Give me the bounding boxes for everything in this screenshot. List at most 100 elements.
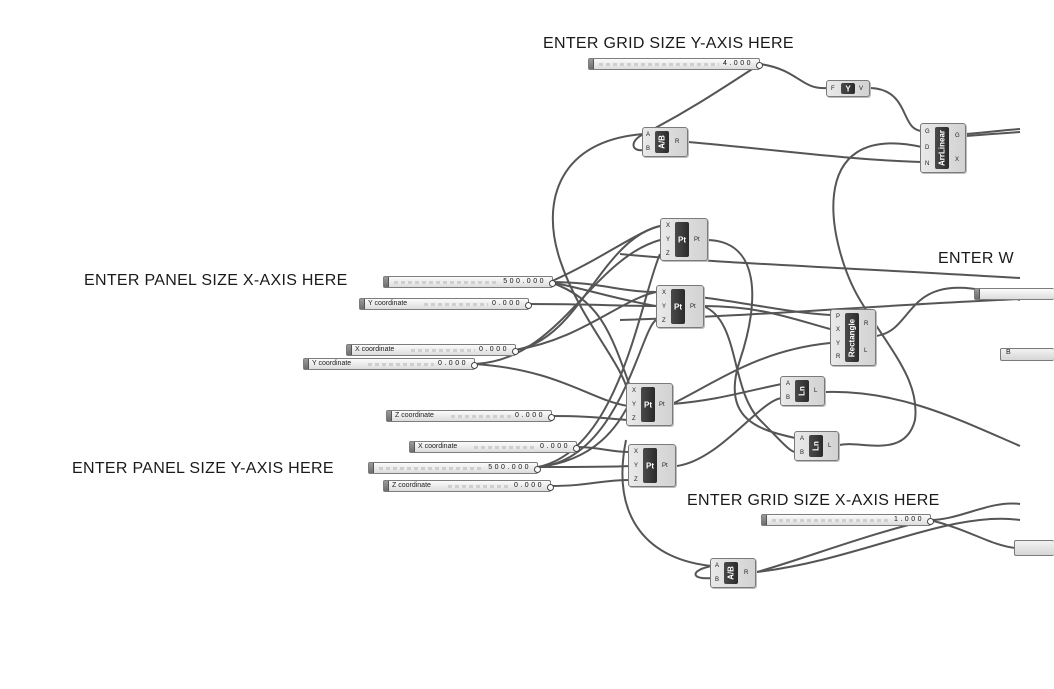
slider-rail[interactable] — [474, 446, 536, 449]
input-x[interactable]: X — [634, 449, 639, 455]
output-port[interactable] — [547, 484, 554, 491]
input-y[interactable]: Y — [836, 341, 841, 347]
array-linear-component[interactable]: G D N ArrLinear G X — [920, 123, 966, 173]
construct-point-component-4[interactable]: X Y Z Pt Pt — [628, 444, 676, 487]
slider-rail[interactable] — [451, 415, 511, 418]
input-y[interactable]: Y — [632, 402, 637, 408]
slider-rail[interactable] — [394, 281, 496, 284]
division-component[interactable]: A B A/B R — [642, 127, 688, 157]
swap-y-component[interactable]: F Y V — [826, 80, 870, 97]
input-f[interactable]: F — [831, 86, 835, 92]
line-component-2[interactable]: A B Ln L — [794, 431, 839, 461]
component-partial[interactable] — [1014, 540, 1054, 556]
input-y[interactable]: Y — [662, 304, 667, 310]
slider-rail[interactable] — [411, 349, 475, 352]
output-port[interactable] — [548, 414, 555, 421]
slider-grip[interactable] — [975, 289, 980, 299]
input-z[interactable]: Z — [662, 318, 666, 324]
slider-grip[interactable] — [384, 277, 389, 287]
slider-rail[interactable] — [448, 485, 510, 488]
output-pt[interactable]: Pt — [662, 463, 668, 469]
output-port[interactable] — [534, 466, 541, 473]
input-x[interactable]: X — [836, 327, 841, 333]
input-d[interactable]: D — [925, 145, 930, 151]
grid-y-slider[interactable]: 4.000 — [588, 58, 763, 70]
wire — [537, 319, 657, 468]
input-y[interactable]: Y — [634, 463, 639, 469]
input-x[interactable]: X — [632, 388, 637, 394]
output-port[interactable] — [756, 62, 763, 69]
output-l[interactable]: L — [864, 348, 868, 354]
output-port[interactable] — [927, 518, 934, 525]
input-x[interactable]: X — [662, 290, 667, 296]
panel-y-slider[interactable]: 500.000 — [368, 462, 541, 474]
input-a[interactable]: A — [786, 381, 791, 387]
rectangle-component[interactable]: P X Y R Rectangle R L — [830, 309, 876, 366]
output-r[interactable]: R — [744, 570, 749, 576]
slider-rail[interactable] — [599, 63, 719, 66]
slider-rail[interactable] — [368, 363, 434, 366]
construct-point-component-3[interactable]: X Y Z Pt Pt — [626, 383, 673, 426]
input-b[interactable]: B — [786, 395, 791, 401]
input-b[interactable]: B — [715, 577, 720, 583]
component-core: Ln — [809, 435, 823, 457]
y-coordinate-slider-2[interactable]: Y coordinate 0.000 — [303, 358, 478, 370]
output-x[interactable]: X — [955, 157, 960, 163]
input-z[interactable]: Z — [666, 251, 670, 257]
slider-rail[interactable] — [772, 519, 890, 522]
output-r[interactable]: R — [864, 321, 869, 327]
z-coordinate-slider[interactable]: Z coordinate 0.000 — [386, 410, 555, 422]
input-a[interactable]: A — [800, 436, 805, 442]
construct-point-component-2[interactable]: X Y Z Pt Pt — [656, 285, 704, 328]
line-component[interactable]: A B Ln L — [780, 376, 825, 406]
output-l[interactable]: L — [828, 443, 832, 449]
z-coordinate-slider-2[interactable]: Z coordinate 0.000 — [383, 480, 554, 492]
slider-rail[interactable] — [424, 303, 488, 306]
slider-grip[interactable] — [589, 59, 594, 69]
input-z[interactable]: Z — [634, 477, 638, 483]
slider-grip[interactable] — [410, 442, 415, 452]
output-pt[interactable]: Pt — [694, 237, 700, 243]
input-p[interactable]: P — [836, 314, 841, 320]
slider-grip[interactable] — [347, 345, 352, 355]
input-b[interactable]: B — [800, 450, 805, 456]
output-port[interactable] — [512, 348, 519, 355]
slider-grip[interactable] — [762, 515, 767, 525]
panel-x-slider[interactable]: 500.000 — [383, 276, 556, 288]
output-r[interactable]: R — [675, 139, 680, 145]
output-pt[interactable]: Pt — [690, 304, 696, 310]
slider-grip[interactable] — [369, 463, 374, 473]
input-n[interactable]: N — [925, 161, 930, 167]
output-port[interactable] — [525, 302, 532, 309]
output-port[interactable] — [549, 280, 556, 287]
output-g[interactable]: G — [955, 133, 960, 139]
grid-x-slider[interactable]: 1.000 — [761, 514, 934, 526]
slider-grip[interactable] — [387, 411, 392, 421]
input-z[interactable]: Z — [632, 416, 636, 422]
input-y[interactable]: Y — [666, 237, 671, 243]
division-component-2[interactable]: A B A/B R — [710, 558, 756, 588]
input-g[interactable]: G — [925, 129, 930, 135]
output-l[interactable]: L — [814, 388, 818, 394]
slider-grip[interactable] — [304, 359, 309, 369]
slider-rail[interactable] — [379, 467, 481, 470]
input-r[interactable]: R — [836, 354, 841, 360]
w-slider-partial[interactable] — [974, 288, 1054, 300]
construct-point-component[interactable]: X Y Z Pt Pt — [660, 218, 708, 261]
input-a[interactable]: A — [646, 132, 651, 138]
slider-grip[interactable] — [384, 481, 389, 491]
x-coordinate-slider[interactable]: X coordinate 0.000 — [346, 344, 519, 356]
x-coordinate-slider-2[interactable]: X coordinate 0.000 — [409, 441, 580, 453]
input-a[interactable]: A — [715, 563, 720, 569]
b-param-partial[interactable]: B — [1000, 348, 1054, 361]
input-x[interactable]: X — [666, 223, 671, 229]
wire — [549, 479, 631, 487]
input-b[interactable]: B — [646, 146, 651, 152]
y-coordinate-slider[interactable]: Y coordinate 0.000 — [359, 298, 532, 310]
output-port[interactable] — [471, 362, 478, 369]
slider-grip[interactable] — [360, 299, 365, 309]
output-pt[interactable]: Pt — [659, 402, 665, 408]
output-port[interactable] — [573, 445, 580, 452]
wire — [965, 131, 1021, 137]
output-v[interactable]: V — [859, 86, 864, 92]
